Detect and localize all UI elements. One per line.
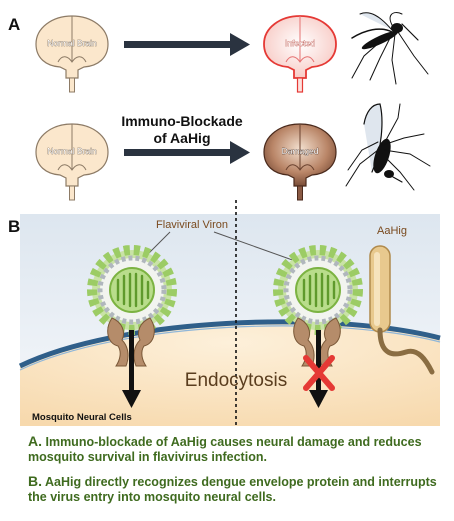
caption-a: A. Immuno-blockade of AaHig causes neura… (28, 434, 448, 465)
aahig-label: AaHig (377, 225, 407, 237)
cell-membrane (18, 319, 441, 369)
receptor-right (293, 317, 341, 367)
virion-label: Flaviviral Viron (156, 219, 228, 231)
blocked-x-icon (303, 355, 335, 391)
aahig-molecule-icon (369, 245, 435, 375)
immuno-blockade-label-line2: of AaHig (153, 130, 210, 146)
normal-brain-1-label: Normal Brain (47, 38, 97, 48)
arrow-row-1 (124, 33, 250, 56)
caption-a-letter: A. (28, 433, 42, 449)
damaged-brain (263, 123, 337, 201)
damaged-brain-label: Damaged (282, 146, 319, 156)
virion-left-icon (87, 245, 177, 335)
entry-arrow (122, 330, 141, 408)
blocked-arrow (309, 330, 328, 408)
infected-brain (263, 15, 337, 93)
arrow-row-2 (124, 141, 250, 164)
caption-b-text: AaHig directly recognizes dengue envelop… (28, 475, 437, 504)
mosquito-alive-icon (351, 12, 429, 85)
panel-b-label: B (8, 217, 20, 236)
panel-a-label: A (8, 15, 20, 34)
normal-brain-1 (35, 15, 109, 93)
normal-brain-2-label: Normal Brain (47, 146, 97, 156)
virion-right-icon (273, 245, 363, 335)
endocytosis-label: Endocytosis (185, 370, 287, 391)
receptor-left (107, 317, 155, 367)
virion-pointer-right (213, 231, 299, 263)
infected-brain-label: Infected (285, 38, 316, 48)
mosquito-dead-icon (345, 103, 431, 191)
immuno-blockade-label-line1: Immuno-Blockade (121, 113, 243, 129)
neural-cells-label: Mosquito Neural Cells (32, 412, 132, 423)
caption-a-text: Immuno-blockade of AaHig causes neural d… (28, 435, 422, 464)
normal-brain-2 (35, 123, 109, 201)
caption-b-letter: B. (28, 473, 42, 489)
caption-b: B. AaHig directly recognizes dengue enve… (28, 474, 448, 505)
